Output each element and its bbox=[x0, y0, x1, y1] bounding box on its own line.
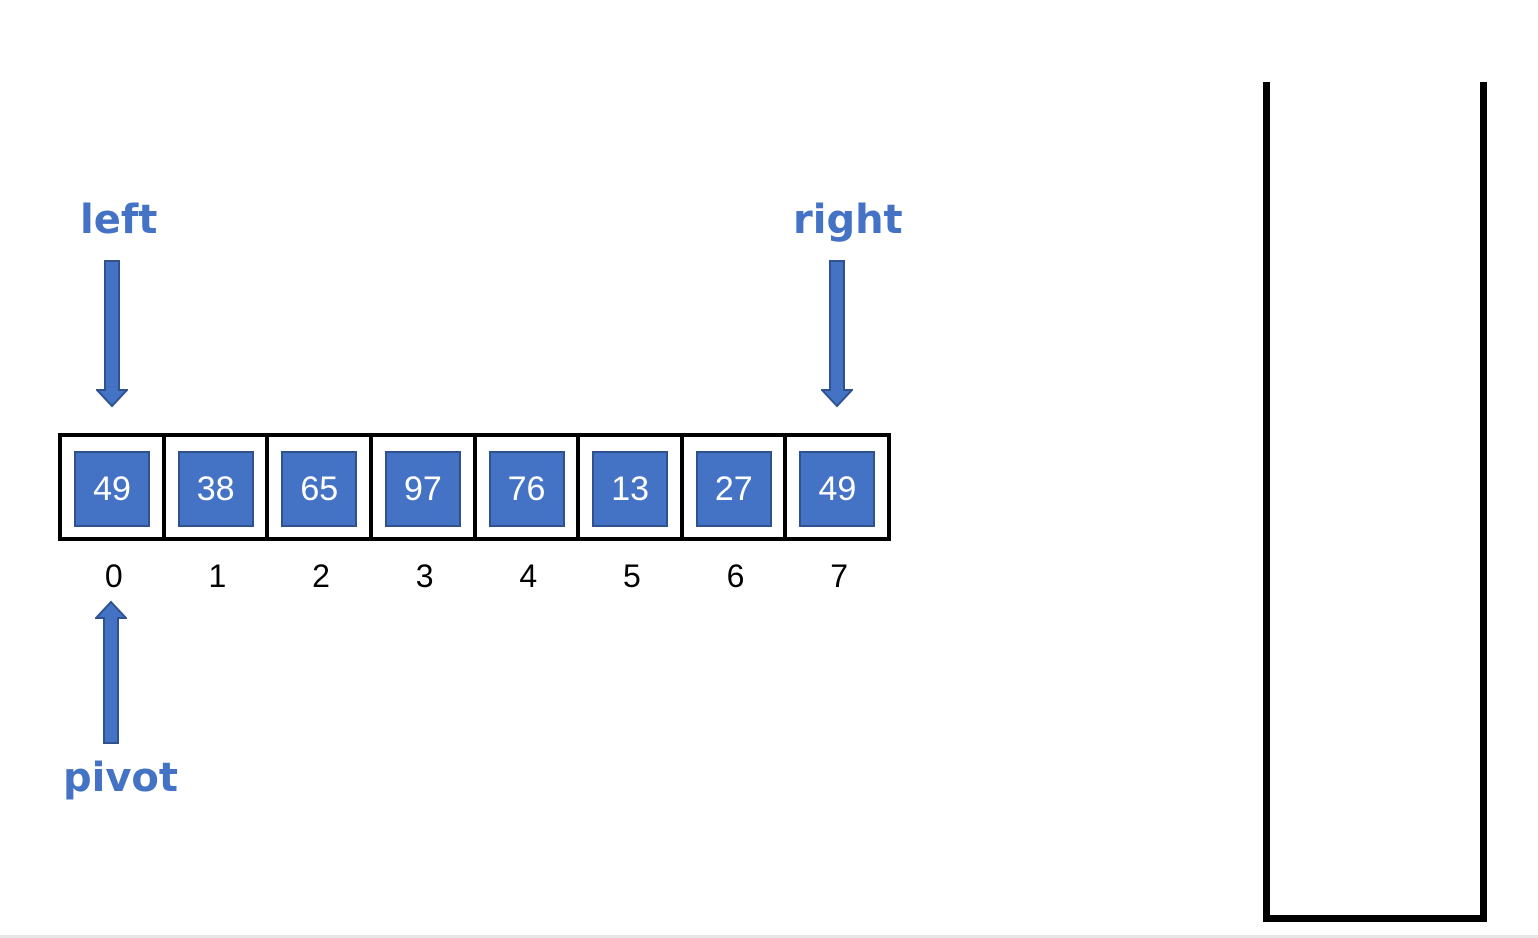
array-index-label: 3 bbox=[415, 558, 434, 594]
array-value: 27 bbox=[695, 451, 772, 527]
left-pointer-label: left bbox=[80, 197, 158, 243]
stack-container bbox=[1263, 82, 1487, 922]
index-row: 0 1 2 3 4 5 6 7 bbox=[62, 556, 891, 596]
array-cell: 27 bbox=[684, 437, 788, 537]
right-pointer-label: right bbox=[793, 197, 903, 243]
array-cell: 38 bbox=[166, 437, 270, 537]
array-value: 97 bbox=[384, 451, 461, 527]
array-cell: 97 bbox=[373, 437, 477, 537]
array-value: 65 bbox=[281, 451, 358, 527]
array-container: 49 38 65 97 76 13 27 49 bbox=[58, 433, 891, 541]
array-index-label: 2 bbox=[312, 558, 330, 594]
array-index-label: 1 bbox=[208, 558, 227, 594]
left-down-arrow-icon bbox=[96, 260, 128, 408]
array-value: 38 bbox=[177, 451, 254, 527]
bottom-rule bbox=[0, 935, 1538, 938]
array-index-label: 5 bbox=[623, 558, 641, 594]
array-index-label: 7 bbox=[830, 558, 849, 594]
array-cell: 76 bbox=[477, 437, 581, 537]
array-index-label: 4 bbox=[519, 558, 538, 594]
array-index-label: 6 bbox=[726, 558, 745, 594]
right-down-arrow-icon bbox=[821, 260, 853, 408]
array-cell: 65 bbox=[269, 437, 373, 537]
array-value: 49 bbox=[74, 451, 150, 527]
array-value: 76 bbox=[488, 451, 565, 527]
array-value: 49 bbox=[799, 451, 876, 527]
pivot-up-arrow-icon bbox=[95, 600, 127, 744]
array-value: 13 bbox=[592, 451, 669, 527]
array-index-label: 0 bbox=[104, 558, 123, 594]
array-cell: 49 bbox=[787, 437, 887, 537]
array-cell: 13 bbox=[580, 437, 684, 537]
pivot-pointer-label: pivot bbox=[63, 755, 179, 801]
array-cell: 49 bbox=[62, 437, 166, 537]
